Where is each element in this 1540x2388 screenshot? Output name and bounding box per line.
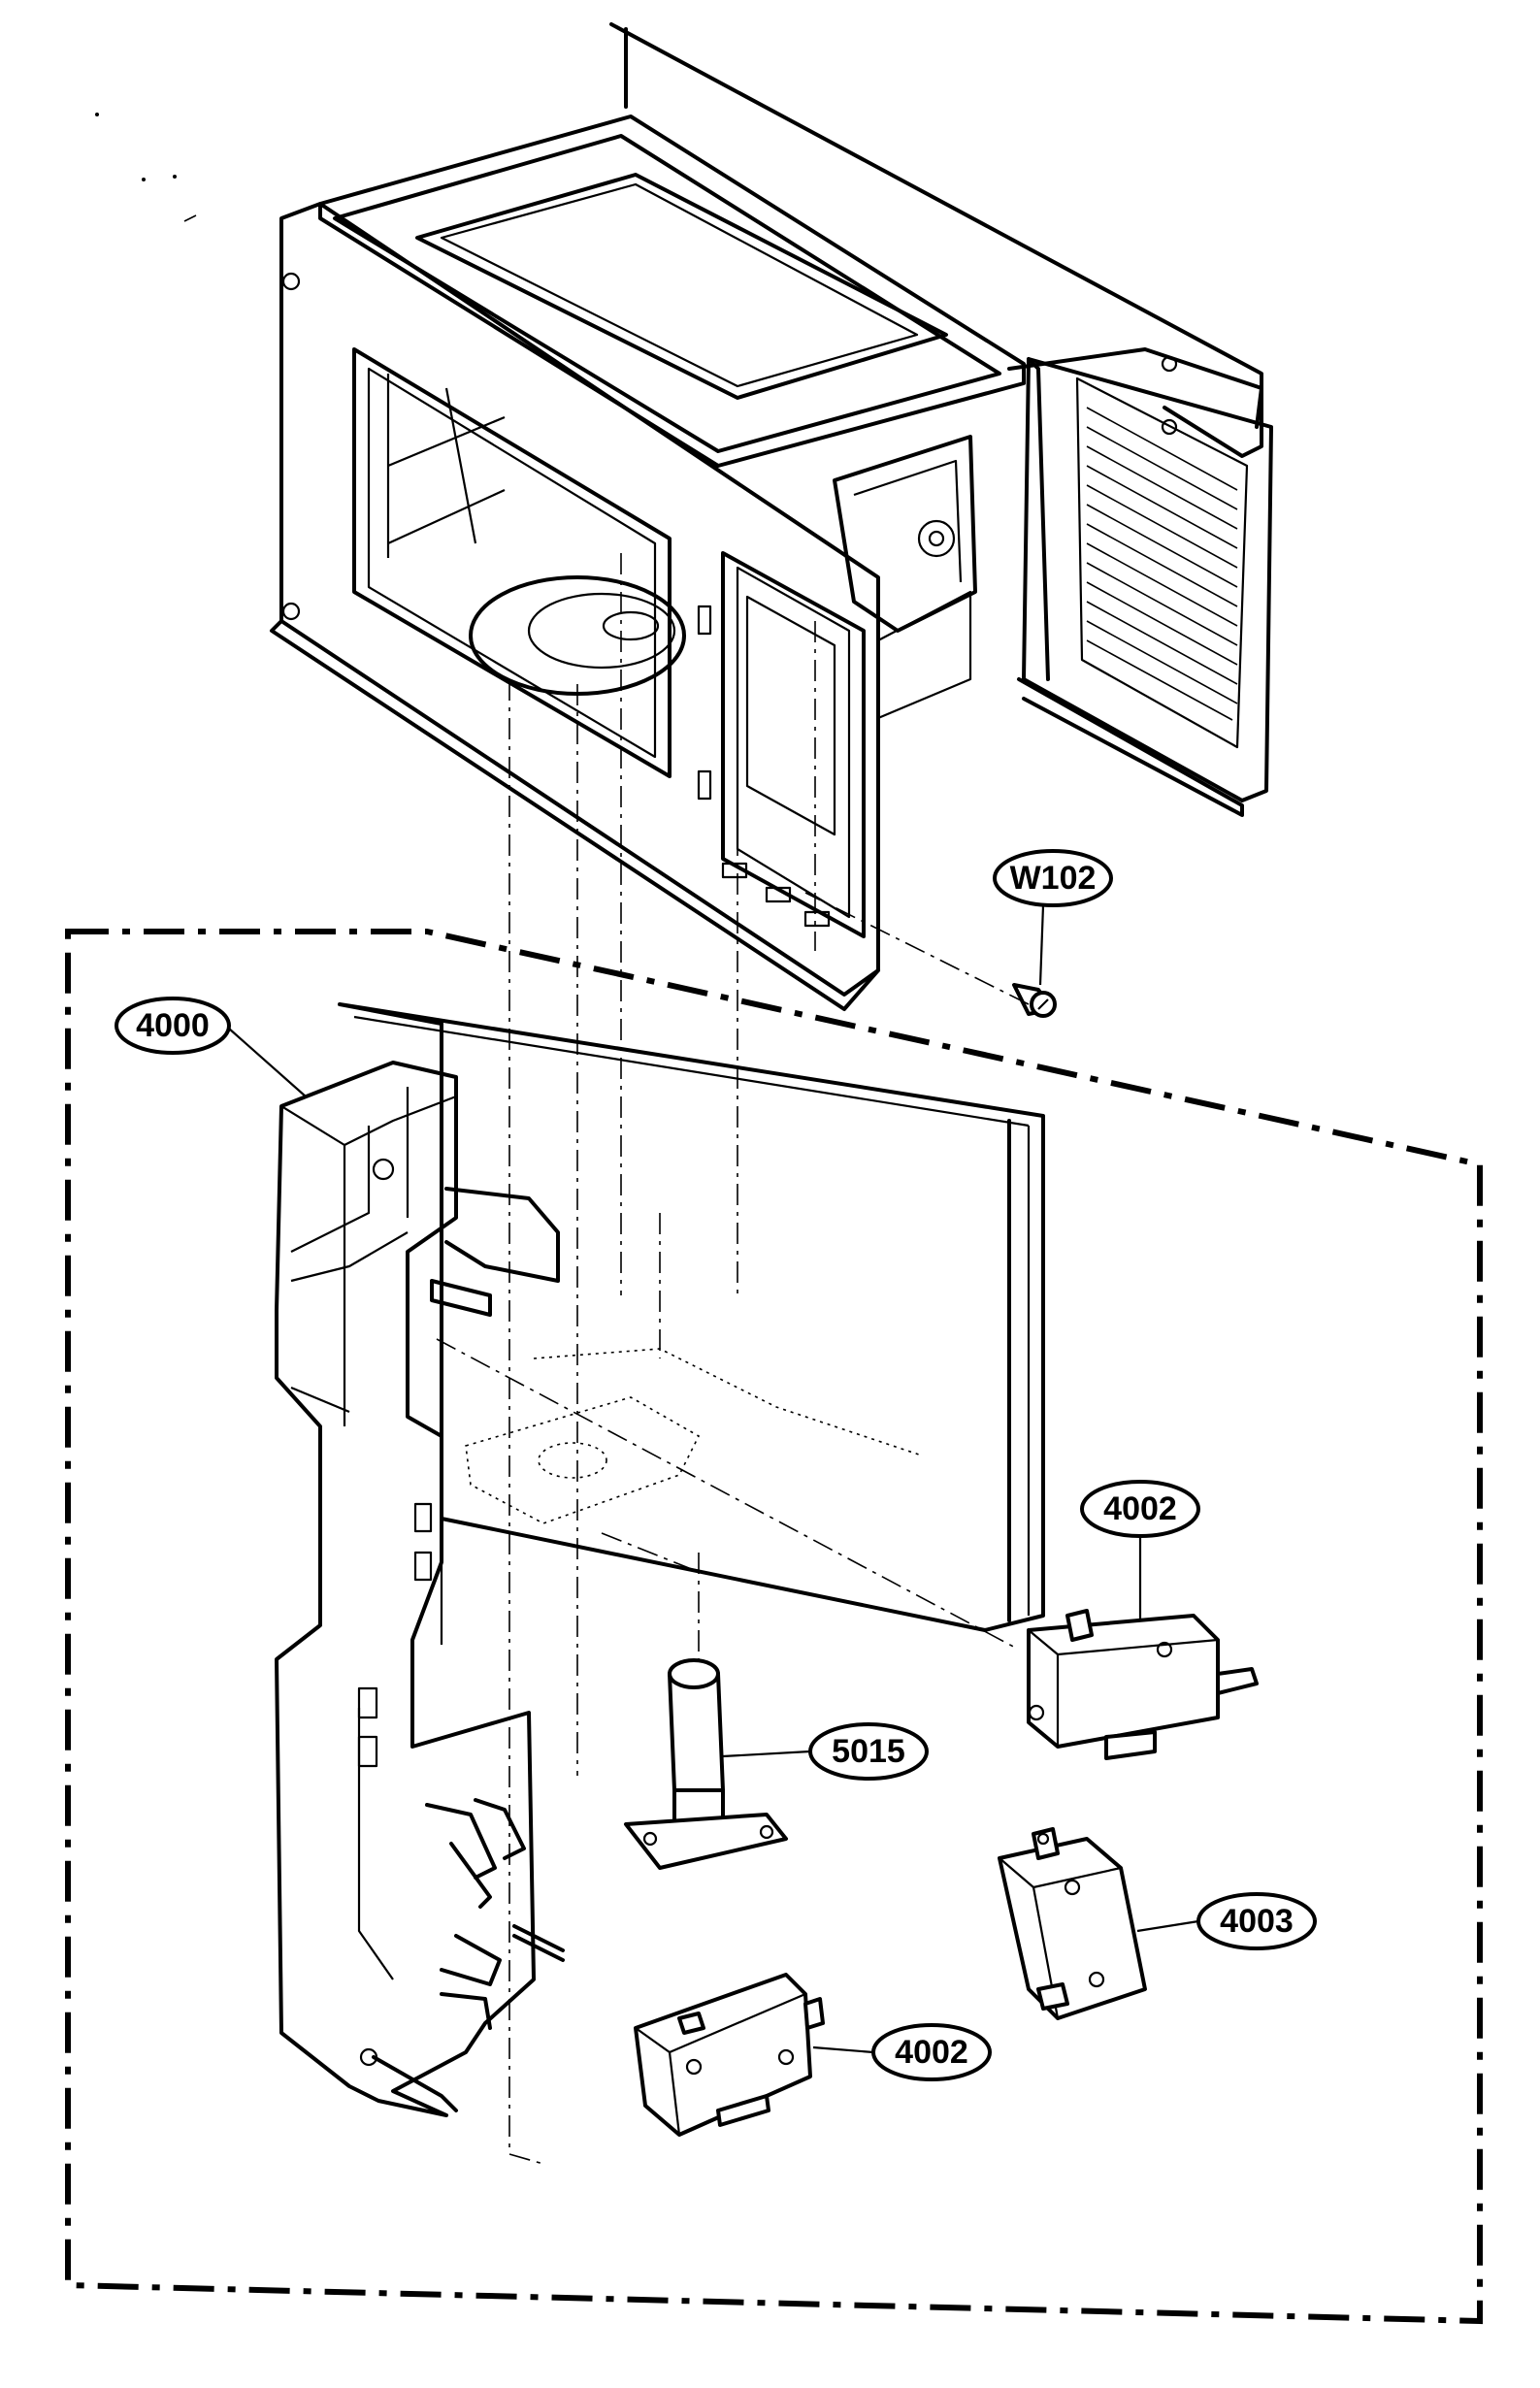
callout-4003: 4003: [1136, 1892, 1317, 1950]
switch-4003: [998, 1827, 1147, 2020]
lamp-socket-outline: [465, 1348, 923, 1524]
perforation-pattern: [1086, 407, 1238, 721]
switch-4002-upper: [1027, 1609, 1259, 1760]
latch-bracket-4000: [275, 1061, 565, 2117]
callout-4002-upper-label: 4002: [1103, 1490, 1177, 1527]
callout-4002-upper: 4002: [1080, 1480, 1200, 1620]
oven-cavity-assembly: [270, 22, 1273, 1011]
callout-w102-label: W102: [1010, 860, 1097, 897]
callout-w102: W102: [993, 849, 1113, 986]
door-plate: [338, 1002, 1045, 1632]
assembly-guide-lines: [436, 553, 1030, 2165]
screw-w102: [1012, 983, 1057, 1018]
callout-5015: 5015: [722, 1722, 929, 1781]
callout-4003-label: 4003: [1220, 1903, 1294, 1940]
callout-4000-label: 4000: [136, 1007, 210, 1044]
callout-4002-lower: 4002: [812, 2023, 992, 2081]
callout-4000: 4000: [115, 997, 307, 1097]
switch-4002-lower: [634, 1973, 825, 2137]
scan-specks: [95, 113, 197, 222]
callout-4002-lower-label: 4002: [895, 2034, 968, 2071]
callout-5015-label: 5015: [832, 1733, 905, 1770]
lamp-5015: [624, 1658, 788, 1870]
